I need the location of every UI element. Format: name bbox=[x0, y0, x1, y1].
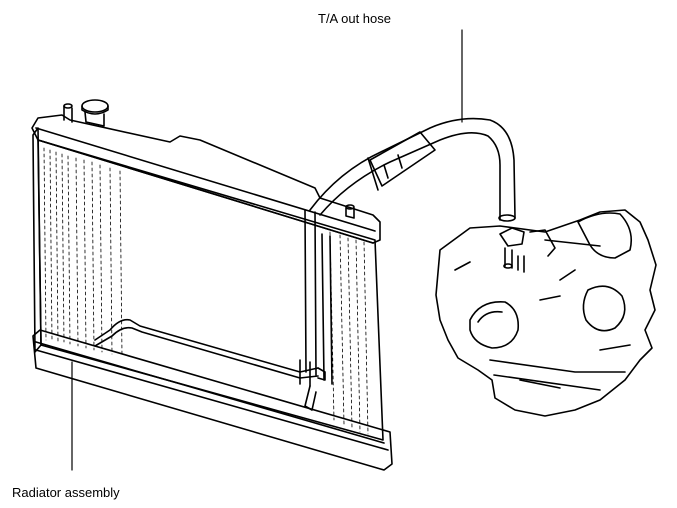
cooler-line bbox=[94, 318, 326, 411]
ta-out-hose bbox=[309, 117, 516, 222]
radiator-assembly-label: Radiator assembly bbox=[12, 485, 120, 500]
radiator-cap bbox=[63, 99, 109, 127]
ta-out-hose-label: T/A out hose bbox=[318, 11, 391, 26]
radiator-bottom-tank bbox=[32, 329, 393, 471]
radiator-assembly bbox=[31, 99, 393, 471]
transaxle bbox=[435, 209, 657, 417]
radiator-core bbox=[37, 139, 384, 441]
